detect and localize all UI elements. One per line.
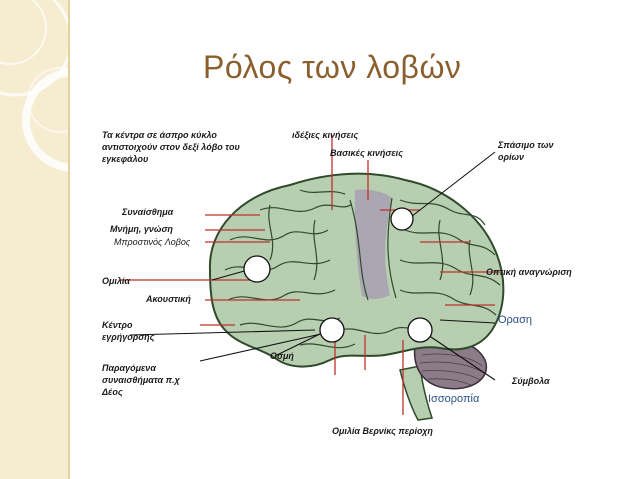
- brain-diagram: Τα κέντρα σε άσπρο κύκλο αντιστοιχούν στ…: [100, 130, 590, 447]
- circle-limb-sense: [390, 207, 414, 231]
- decorative-sidebar: [0, 0, 68, 479]
- motor-strip: [354, 189, 392, 299]
- brain-illustration: [120, 135, 505, 421]
- label-emotions-1: Παραγόμενα: [102, 363, 156, 373]
- label-basic-movements: Βασικές κινήσεις: [330, 148, 403, 158]
- circle-speech: [243, 255, 271, 283]
- brain-stem: [399, 365, 433, 421]
- label-emotion: Συναίσθημα: [122, 207, 174, 217]
- circle-symbols: [407, 317, 433, 343]
- label-wernicke: Ομιλία Βερνίκς περίοχη: [332, 426, 433, 436]
- label-emotions-2: συναισθήματα π.χ: [102, 375, 180, 385]
- white-circles: [243, 207, 433, 343]
- label-alertness-1: Κέντρο: [102, 320, 133, 330]
- label-alertness-2: εγρήγορσης: [102, 332, 155, 342]
- label-balance: Ισσοροπία: [428, 393, 480, 405]
- decorative-circles: [0, 0, 68, 172]
- label-limb-sense-2: ορίων: [498, 152, 524, 162]
- note-line-1: Τα κέντρα σε άσπρο κύκλο: [102, 130, 217, 140]
- label-vision: Όραση: [498, 314, 533, 326]
- label-visual-recognition: Οπτική αναγνώριση: [486, 267, 572, 277]
- label-emotions-3: Δέος: [102, 387, 123, 397]
- label-memory: Μνήμη, γνώση: [110, 224, 173, 234]
- leader-lines: [129, 151, 496, 381]
- label-symbols: Σύμβολα: [512, 376, 550, 386]
- sidebar-divider: [68, 0, 70, 479]
- pointer-lines: [120, 135, 500, 415]
- label-hearing: Ακουστική: [146, 294, 191, 304]
- label-limb-sense-1: Σπάσιμο των: [498, 140, 554, 150]
- cerebrum: [208, 172, 505, 368]
- circle-smell: [319, 317, 345, 343]
- label-complex-movements: ιδέξιες κινήσεις: [292, 130, 359, 140]
- note-line-2: αντιστοιχούν στον δεξί λόβο του: [102, 142, 240, 152]
- label-smell: Οσμή: [270, 351, 294, 361]
- slide-title: Ρόλος των λοβών: [203, 49, 462, 85]
- note-line-3: εγκεφάλου: [102, 154, 149, 164]
- label-frontal-lobe: Μπροστινός Λοβος: [114, 237, 191, 247]
- gyri-lines: [224, 189, 501, 349]
- label-speech: Ομιλία: [102, 276, 131, 286]
